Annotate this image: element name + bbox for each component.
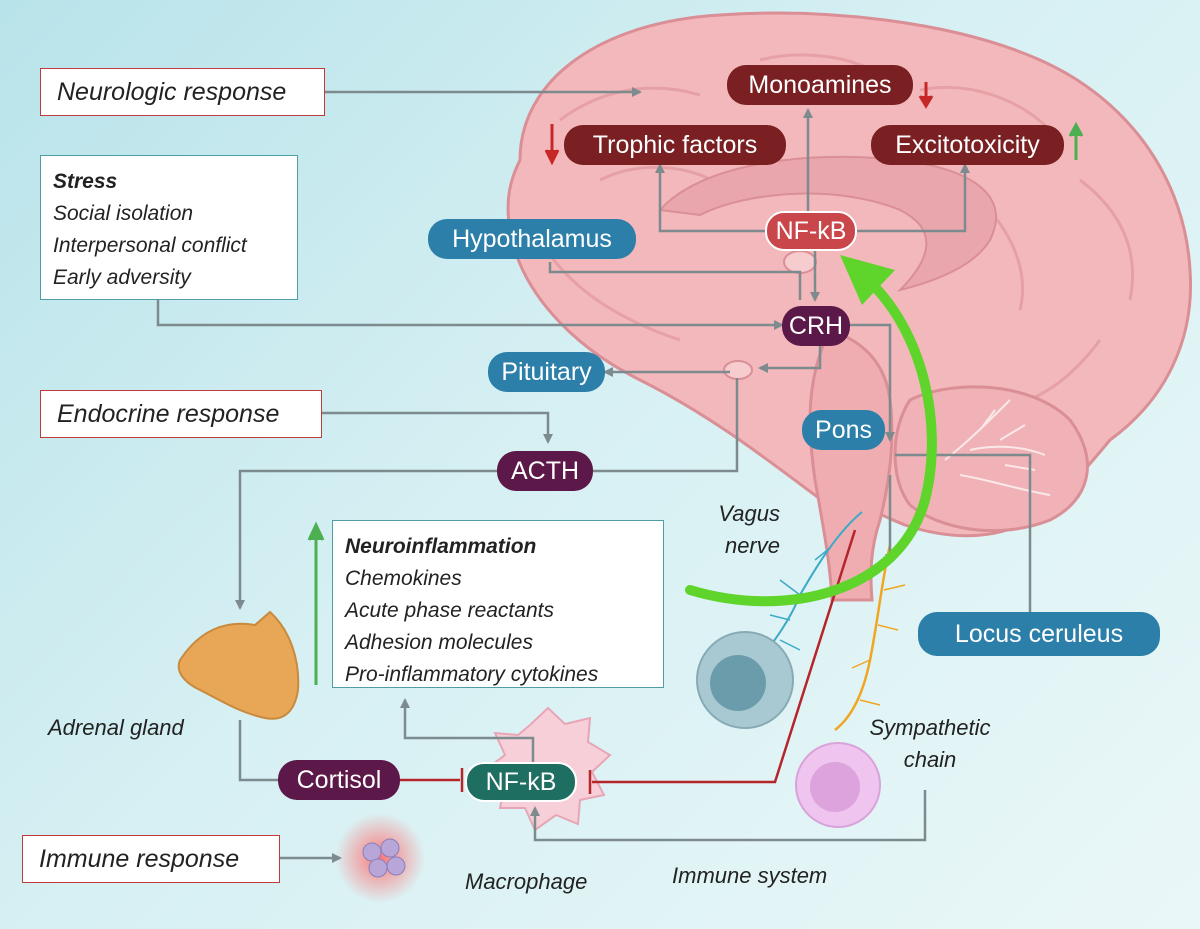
neutrophil-glow [335,813,425,903]
feedback-arrow [685,277,937,607]
neurologic-response-box: Neurologic response [40,68,325,116]
arrow-immune-to-nfkb [530,790,927,842]
arrow-crh-to-pituitary [758,345,822,373]
cerebellum [893,385,1089,533]
feedback-arrowhead [840,255,895,305]
locus-ceruleus-label: Locus ceruleus [918,612,1160,656]
pons-label: Pons [802,410,885,450]
cortisol-label: Cortisol [278,760,400,800]
stress-box: Stress Social isolation Interpersonal co… [40,155,298,300]
arrow-stress-to-crh [156,300,784,330]
sympathetic-chain-line [834,544,892,731]
neuroinflammation-item: Acute phase reactants [345,599,554,622]
pituitary-label: Pituitary [488,352,605,392]
line-hypothalamus [548,262,802,300]
nfkb-brain-label: NF-kB [765,211,857,251]
arrow-nfkb-to-excito [852,163,970,233]
adrenal-gland-shape [177,610,300,720]
hypothalamus-label: Hypothalamus [428,219,636,259]
nfkb-macrophage-label: NF-kB [465,762,577,802]
arrow-nfkb-to-neuroinflammation [400,698,535,765]
acth-label: ACTH [497,451,593,491]
neuroinflammation-item: Adhesion molecules [345,631,533,654]
stress-heading: Stress [53,170,118,193]
immune-system-label: Immune system [672,863,828,888]
stress-item: Interpersonal conflict [53,234,247,257]
line-acth-pituitary [593,378,739,473]
pituitary-blob [723,360,753,380]
corpus-callosum [657,156,997,292]
arrow-acth-to-adrenal [235,469,497,610]
excitotoxicity-label: Excitotoxicity [871,125,1064,165]
crh-label: CRH [782,306,850,346]
immune-cell-nucleus [710,655,766,711]
endocrine-response-box: Endocrine response [40,390,322,438]
trophic-factors-label: Trophic factors [564,125,786,165]
thalamus-blob [783,250,817,274]
adrenal-gland-label: Adrenal gland [48,715,184,740]
line-locus-ceruleus [895,453,1032,612]
vagus-nerve-label: Vagus nerve [718,501,780,558]
neurologic-response-label: Neurologic response [57,77,287,106]
stress-item: Early adversity [53,266,191,289]
macrophage-label: Macrophage [465,869,588,894]
neuroinflammation-item: Pro-inflammatory cytokines [345,663,599,686]
gray-arrows [156,87,1032,863]
inhibit-vagus-nfkb [592,529,857,784]
endocrine-response-label: Endocrine response [57,399,280,428]
immune-response-label: Immune response [39,844,240,873]
change-indicators [307,82,1084,685]
lymphocyte-nucleus [810,762,860,812]
neutrophil-cluster [362,838,406,878]
line-adrenal-cortisol [238,720,278,782]
neuroinflammation-item: Chemokines [345,567,462,590]
neuroinflammation-box: Neuroinflammation Chemokines Acute phase… [332,520,664,688]
immune-response-box: Immune response [22,835,280,883]
sympathetic-chain-label: Sympathetic chain [869,715,991,772]
stress-item: Social isolation [53,202,194,225]
arrow-endocrine-to-acth [322,411,553,444]
neuroinflammation-heading: Neuroinflammation [345,535,537,558]
arrow-nfkb-to-trophic [655,163,775,233]
inhibition-lines [400,529,857,794]
arrow-crh-to-pons [850,323,895,442]
monoamines-label: Monoamines [727,65,913,105]
